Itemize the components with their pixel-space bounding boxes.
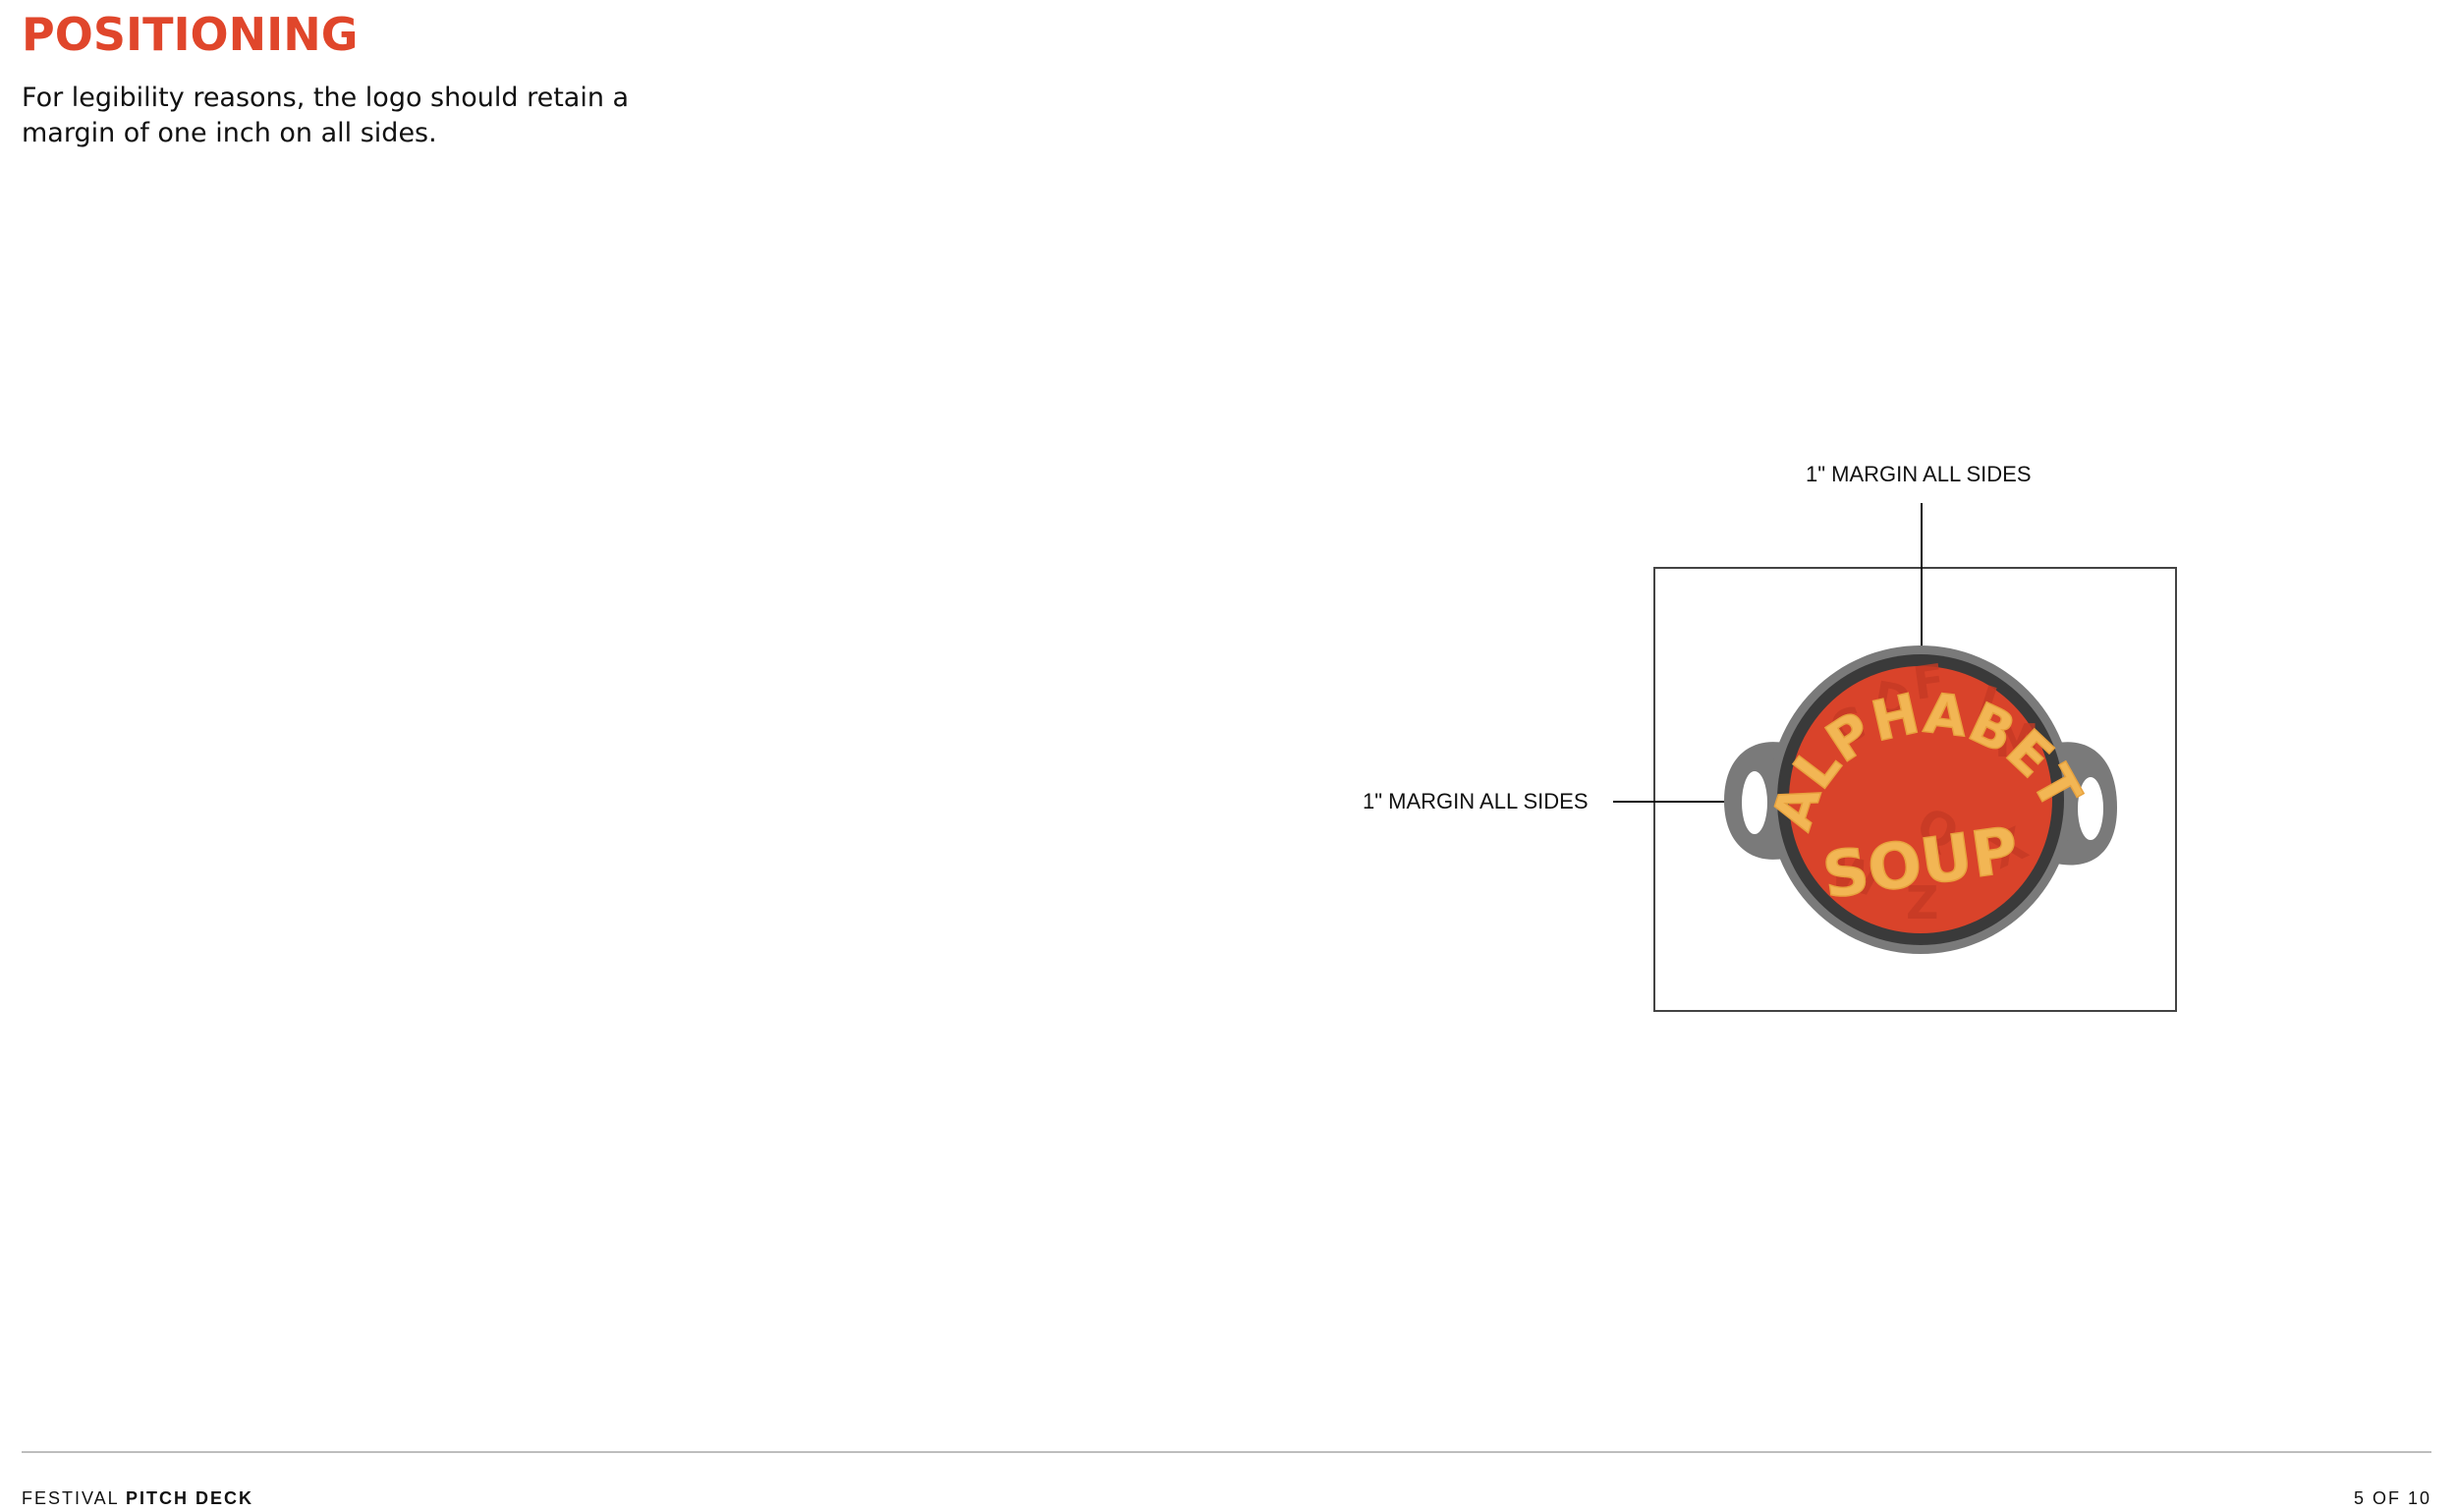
callout-label-top: 1" MARGIN ALL SIDES (1806, 462, 2032, 486)
footer-deck-name: FESTIVAL PITCH DECK (22, 1488, 253, 1509)
footer-deck-prefix: FESTIVAL (22, 1488, 120, 1508)
svg-text:D: D (1870, 671, 1916, 730)
intro-text: For legibility reasons, the logo should … (22, 83, 630, 148)
alphabet-soup-logo: C D F I M Q X W Z (1724, 645, 2117, 954)
svg-text:M: M (1994, 714, 2039, 767)
footer-deck-title: PITCH DECK (126, 1488, 254, 1508)
svg-text:F: F (1910, 653, 1948, 710)
svg-text:Z: Z (1906, 876, 1938, 929)
margin-box (1653, 567, 2177, 1012)
footer-divider (22, 1451, 2431, 1453)
callout-label-left: 1" MARGIN ALL SIDES (1363, 789, 1589, 813)
page-indicator: 5 OF 10 (2353, 1488, 2431, 1508)
page-title: POSITIONING (22, 8, 359, 61)
